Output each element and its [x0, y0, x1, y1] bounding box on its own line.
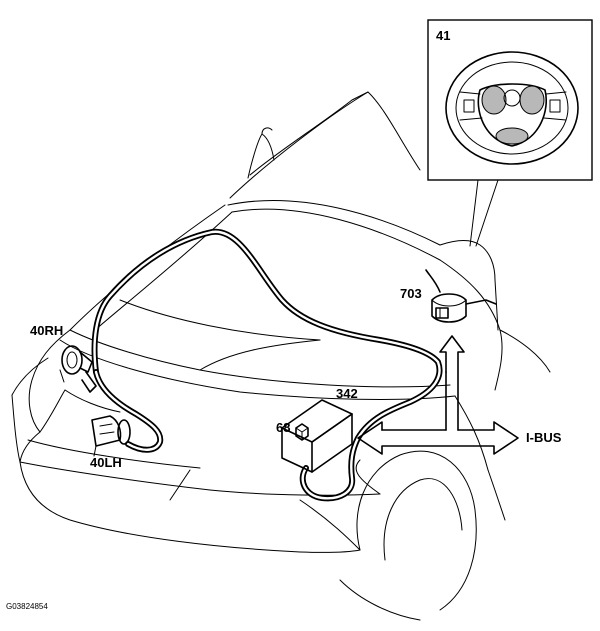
steering-wheel-inset	[427, 19, 593, 247]
callout-horn-left: 40LH	[90, 455, 122, 470]
callout-steering-wheel: 41	[436, 28, 451, 43]
horn-right-icon	[59, 345, 97, 393]
signal-arrows	[357, 335, 519, 455]
callout-bus: I-BUS	[526, 430, 562, 445]
callout-horn-right: 40RH	[30, 323, 64, 338]
control-module-box	[281, 399, 353, 473]
horn-left-icon	[91, 415, 131, 457]
figure-code: G03824854	[6, 602, 48, 611]
connector-icon	[295, 423, 309, 441]
clock-spring-icon	[425, 269, 497, 323]
callout-clock-spring: 703	[400, 286, 422, 301]
wiring-harness	[91, 228, 443, 502]
callout-connector: 68	[276, 420, 291, 435]
callout-control-module: 342	[336, 386, 358, 401]
